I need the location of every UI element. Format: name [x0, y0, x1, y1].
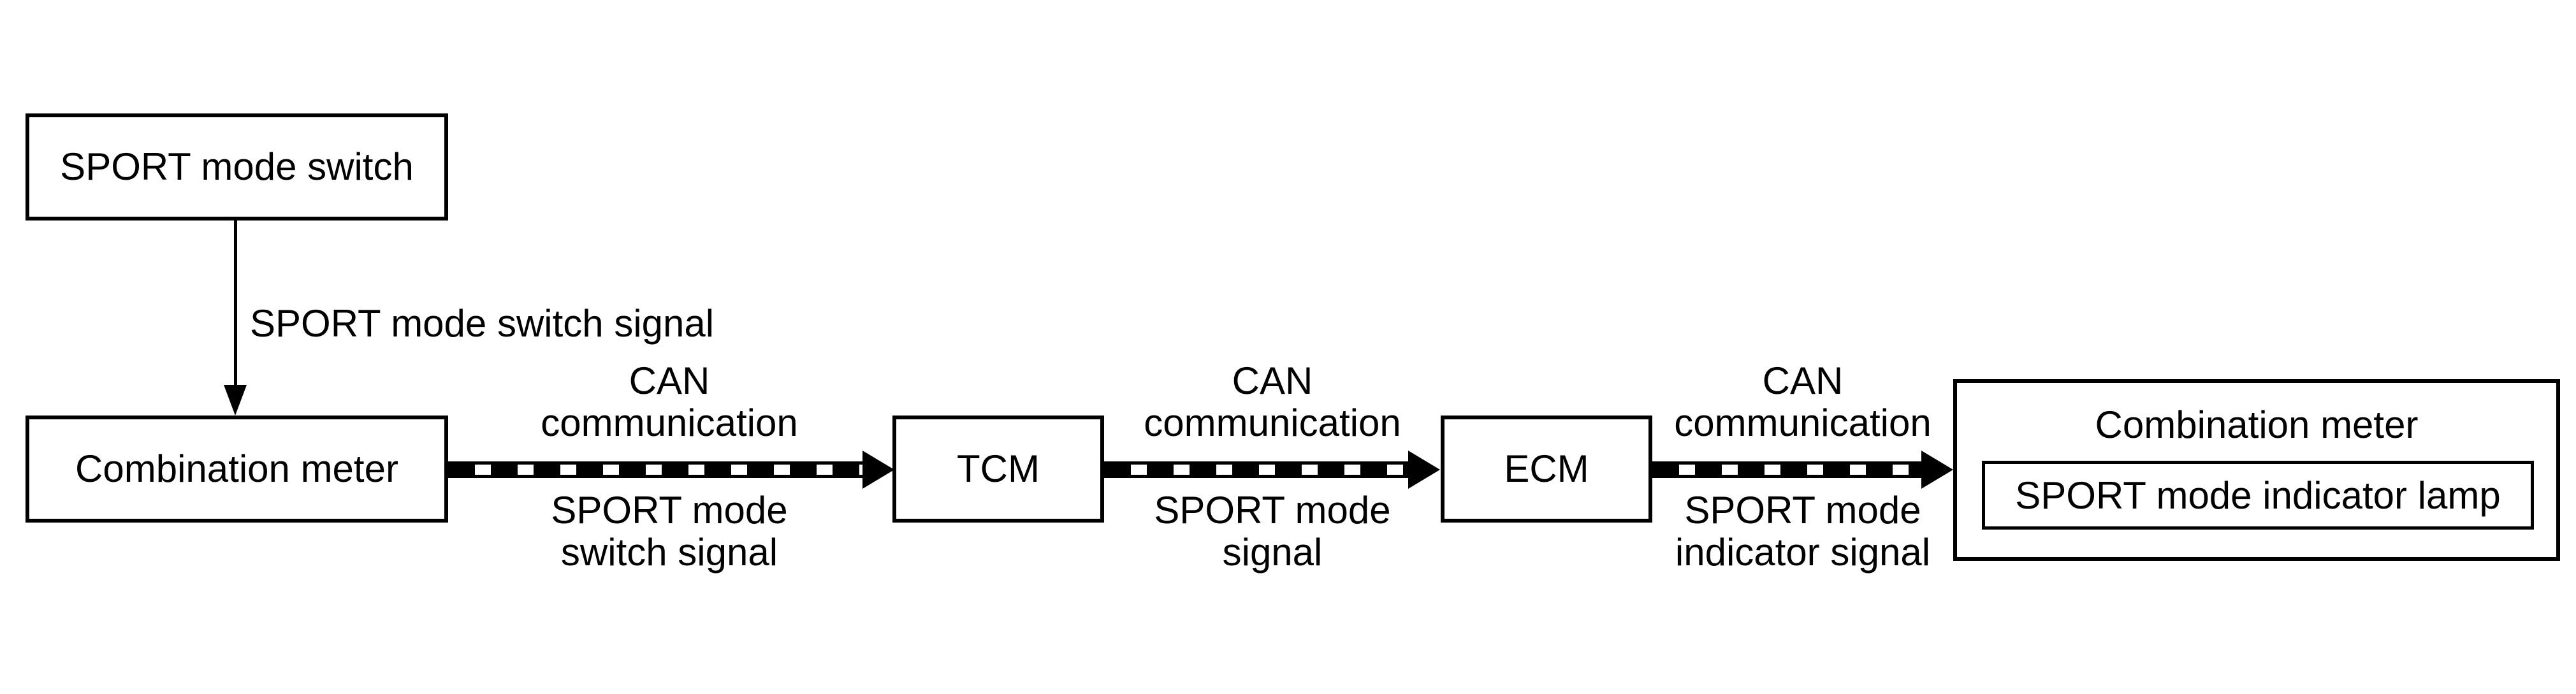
can-communication-label-3: CAN communication	[1674, 359, 1932, 444]
can-communication-label-2: CAN communication	[1144, 359, 1401, 444]
combination-meter-left-box: Combination meter	[25, 416, 448, 523]
ecm-box: ECM	[1441, 416, 1652, 523]
can-bus-arrow-2	[1104, 461, 1408, 478]
sport-mode-indicator-lamp-box: SPORT mode indicator lamp	[1982, 461, 2534, 530]
can-bus-arrow-3	[1652, 461, 1921, 478]
tcm-box: TCM	[892, 416, 1104, 523]
switch-signal-arrow-shaft	[234, 220, 237, 385]
tcm-label: TCM	[957, 447, 1040, 490]
sport-mode-signal-label: SPORT mode signal	[1154, 489, 1391, 574]
combination-meter-left-label: Combination meter	[75, 447, 398, 490]
right-arrowhead-icon-2	[1408, 451, 1440, 489]
sport-mode-switch-box: SPORT mode switch	[25, 113, 448, 220]
sport-mode-indicator-lamp-label: SPORT mode indicator lamp	[2015, 474, 2501, 517]
sport-mode-switch-signal-can-label: SPORT mode switch signal	[551, 489, 788, 574]
down-arrowhead-icon	[224, 385, 247, 416]
can-communication-label-1: CAN communication	[541, 359, 798, 444]
sport-mode-switch-signal-label: SPORT mode switch signal	[250, 302, 715, 345]
right-arrowhead-icon-3	[1921, 451, 1953, 489]
combination-meter-right-label: Combination meter	[2095, 403, 2419, 446]
can-bus-arrow-1	[448, 461, 862, 478]
sport-mode-indicator-signal-label: SPORT mode indicator signal	[1675, 489, 1931, 574]
sport-mode-switch-label: SPORT mode switch	[60, 145, 414, 188]
ecm-label: ECM	[1504, 447, 1589, 490]
right-arrowhead-icon-1	[862, 451, 894, 489]
